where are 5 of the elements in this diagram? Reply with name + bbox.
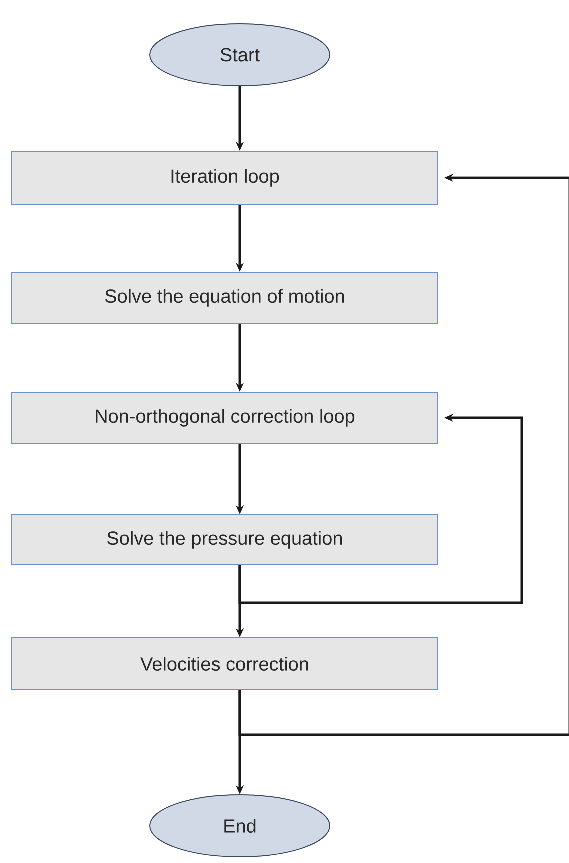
process-box: Iteration loop: [12, 151, 438, 205]
process-box: Velocities correction: [12, 638, 438, 690]
process-box: Solve the pressure equation: [12, 514, 438, 566]
process-box: Non-orthogonal correction loop: [12, 392, 438, 444]
process-box: Solve the equation of motion: [12, 272, 438, 324]
